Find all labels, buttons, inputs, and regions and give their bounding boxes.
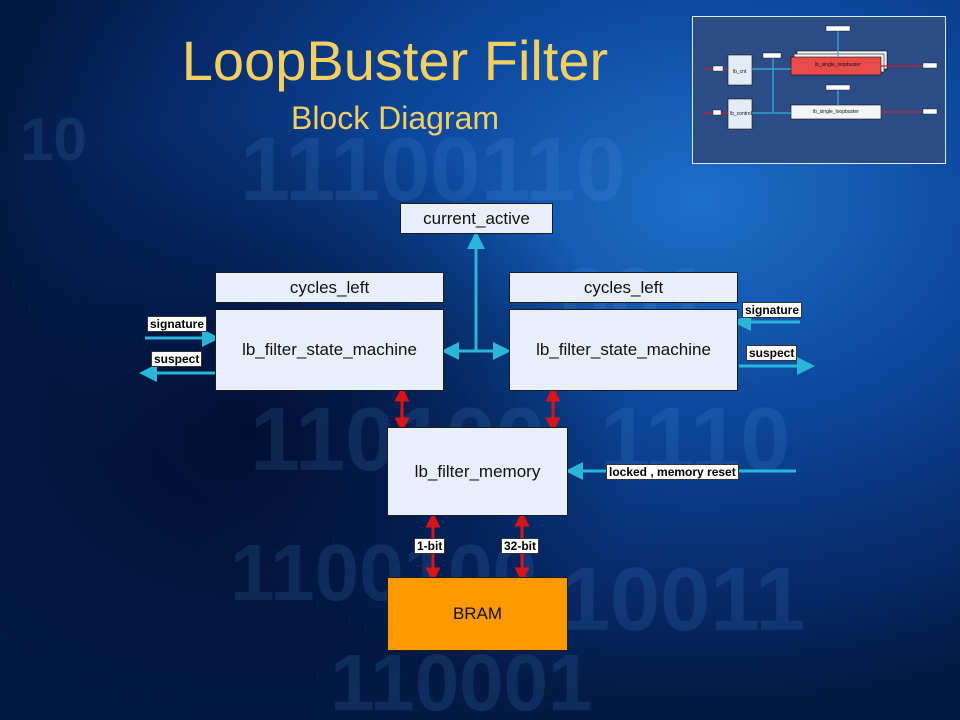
slide-title: LoopBuster Filter <box>181 29 609 92</box>
cycles-left-block-right: cycles_left <box>509 272 738 303</box>
svg-text:110001: 110001 <box>330 638 593 720</box>
memory-block: lb_filter_memory <box>387 427 568 516</box>
slide-subtitle: Block Diagram <box>290 100 500 136</box>
current-active-block: current_active <box>400 203 553 234</box>
thumbnail-label-loopbuster-bottom: lb_single_loopbuster <box>813 109 859 115</box>
suspect-label-left: suspect <box>151 351 203 367</box>
bram-block: BRAM <box>387 577 568 651</box>
overview-thumbnail: lb_cnt lb_control lb_single_loopbuster l… <box>692 16 946 164</box>
thumbnail-label-loopbuster-top: lb_single_loopbuster <box>815 62 861 68</box>
overview-thumbnail-graphic <box>703 25 938 130</box>
suspect-label-right: suspect <box>746 345 798 361</box>
signature-label-left: signature <box>147 316 208 332</box>
state-machine-block-left: lb_filter_state_machine <box>215 309 444 391</box>
bus-32bit-label: 32-bit <box>501 538 540 554</box>
svg-text:10: 10 <box>20 106 87 173</box>
svg-text:10011: 10011 <box>560 550 805 650</box>
cycles-left-block-left: cycles_left <box>215 272 444 303</box>
thumbnail-label-control: lb_control <box>730 111 752 117</box>
signature-label-right: signature <box>742 302 803 318</box>
state-machine-block-right: lb_filter_state_machine <box>509 309 738 391</box>
memory-input-label: locked , memory reset <box>606 464 739 480</box>
thumbnail-label-counter: lb_cnt <box>733 69 747 75</box>
bus-1bit-label: 1-bit <box>414 538 446 554</box>
